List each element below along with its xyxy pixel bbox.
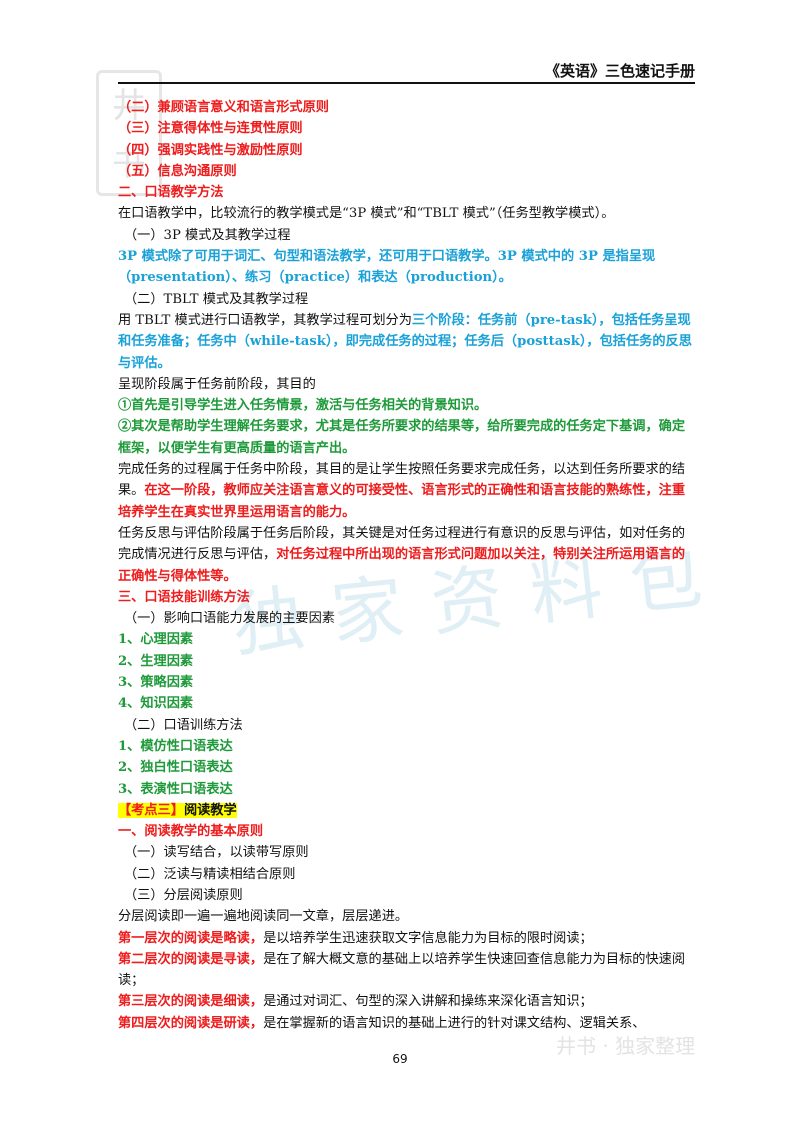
factor-1: 1、心理因素: [118, 632, 194, 648]
reading-principle-2: （二）泛读与精读相结合原则: [124, 866, 296, 882]
level-2-label: 第二层次的阅读是寻读，: [118, 951, 264, 967]
exam-point-heading: 【考点三】阅读教学: [118, 800, 698, 821]
level-3-label: 第三层次的阅读是细读，: [118, 994, 264, 1010]
method-3: 3、表演性口语表达: [118, 781, 233, 797]
page-header: 《英语》三色速记手册: [118, 60, 695, 84]
subheading-training-methods: （二）口语训练方法: [124, 717, 243, 733]
page-number: 69: [392, 1052, 408, 1066]
paragraph-presentation: 呈现阶段属于任务前阶段，其目的: [118, 376, 316, 392]
post-task-emphasis: 对任务过程中所出现的语言形式问题加以关注，特别关注所运用语言的正确性与得体性等。: [118, 547, 686, 584]
subheading-3p: （一）3P 模式及其教学过程: [124, 227, 291, 243]
section-heading-skill-training: 三、口语技能训练方法: [118, 589, 250, 605]
reading-principle-1: （一）读写结合，以读带写原则: [124, 845, 309, 861]
header-title: 《英语》三色速记手册: [544, 62, 695, 80]
method-1: 1、模仿性口语表达: [118, 738, 233, 754]
section-heading-reading-principles: 一、阅读教学的基本原则: [118, 824, 264, 840]
reading-principle-3: （三）分层阅读原则: [124, 887, 243, 903]
paragraph-intro: 在口语教学中，比较流行的教学模式是“3P 模式”和“TBLT 模式”（任务型教学…: [118, 206, 615, 222]
factor-4: 4、知识因素: [118, 696, 194, 712]
principle-2: （二）兼顾语言意义和语言形式原则: [118, 100, 329, 115]
page-body: （二）兼顾语言意义和语言形式原则 （三）注意得体性与连贯性原则 （四）强调实践性…: [118, 97, 698, 1034]
level-4-label: 第四层次的阅读是研读，: [118, 1015, 264, 1031]
purpose-2: ②其次是帮助学生理解任务要求，尤其是任务所要求的结果等，给所要完成的任务定下基调…: [118, 419, 686, 456]
method-2: 2、独白性口语表达: [118, 760, 233, 776]
principle-5: （五）信息沟通原则: [118, 163, 237, 179]
factor-2: 2、生理因素: [118, 653, 194, 669]
section-heading-speaking-methods: 二、口语教学方法: [118, 185, 224, 201]
paragraph-3p: 3P 模式除了可用于词汇、句型和语法教学，还可用于口语教学。3P 模式中的 3P…: [118, 249, 656, 286]
level-4-text: 是在掌握新的语言知识的基础上进行的针对课文结构、逻辑关系、: [263, 1015, 646, 1031]
exam-point-title: 阅读教学: [183, 802, 237, 818]
paragraph-layered-reading: 分层阅读即一遍一遍地阅读同一文章，层层递进。: [118, 909, 409, 925]
reading-level-1: 第一层次的阅读是略读，是以培养学生迅速获取文字信息能力为目标的限时阅读；: [118, 928, 698, 949]
principle-4: （四）强调实践性与激励性原则: [118, 142, 303, 158]
purpose-1: ①首先是引导学生进入任务情景，激活与任务相关的背景知识。: [118, 398, 488, 414]
subheading-tblt: （二）TBLT 模式及其教学过程: [124, 291, 309, 307]
exam-point-tag: 【考点三】: [118, 802, 184, 818]
level-1-label: 第一层次的阅读是略读，: [118, 930, 264, 946]
tblt-text: 用 TBLT 模式进行口语教学，其教学过程可划分为: [118, 312, 412, 328]
reading-level-4: 第四层次的阅读是研读，是在掌握新的语言知识的基础上进行的针对课文结构、逻辑关系、: [118, 1013, 698, 1034]
level-2-text: 是在了解大概文意的基础上以培养学生快速回查信息能力为目标的快速阅读；: [118, 951, 686, 989]
reading-level-2: 第二层次的阅读是寻读，是在了解大概文意的基础上以培养学生快速回查信息能力为目标的…: [118, 949, 698, 992]
while-task-text: 完成任务的过程属于任务中阶段，其目的是让学生按照任务要求完成任务，以达到任务所要…: [118, 462, 686, 499]
level-3-text: 是通过对词汇、句型的深入讲解和操练来深化语言知识；: [263, 994, 593, 1010]
while-task-emphasis: 在这一阶段，教师应关注语言意义的可接受性、语言形式的正确性和语言技能的熟练性，注…: [118, 483, 686, 520]
level-1-text: 是以培养学生迅速获取文字信息能力为目标的限时阅读；: [263, 930, 593, 946]
paragraph-while-task: 完成任务的过程属于任务中阶段，其目的是让学生按照任务要求完成任务，以达到任务所要…: [118, 459, 698, 523]
paragraph-tblt: 用 TBLT 模式进行口语教学，其教学过程可划分为三个阶段：任务前（pre-ta…: [118, 310, 698, 374]
tblt-stages: 三个阶段：任务前（pre-task），包括任务呈现和任务准备；任务中（while…: [118, 312, 692, 371]
subheading-factors: （一）影响口语能力发展的主要因素: [124, 611, 335, 627]
reading-level-3: 第三层次的阅读是细读，是通过对词汇、句型的深入讲解和操练来深化语言知识；: [118, 991, 698, 1012]
paragraph-post-task: 任务反思与评估阶段属于任务后阶段，其关键是对任务过程进行有意识的反思与评估，如对…: [118, 523, 698, 587]
principle-3: （三）注意得体性与连贯性原则: [118, 121, 303, 137]
post-task-text: 任务反思与评估阶段属于任务后阶段，其关键是对任务过程进行有意识的反思与评估，如对…: [118, 525, 686, 563]
factor-3: 3、策略因素: [118, 675, 194, 691]
